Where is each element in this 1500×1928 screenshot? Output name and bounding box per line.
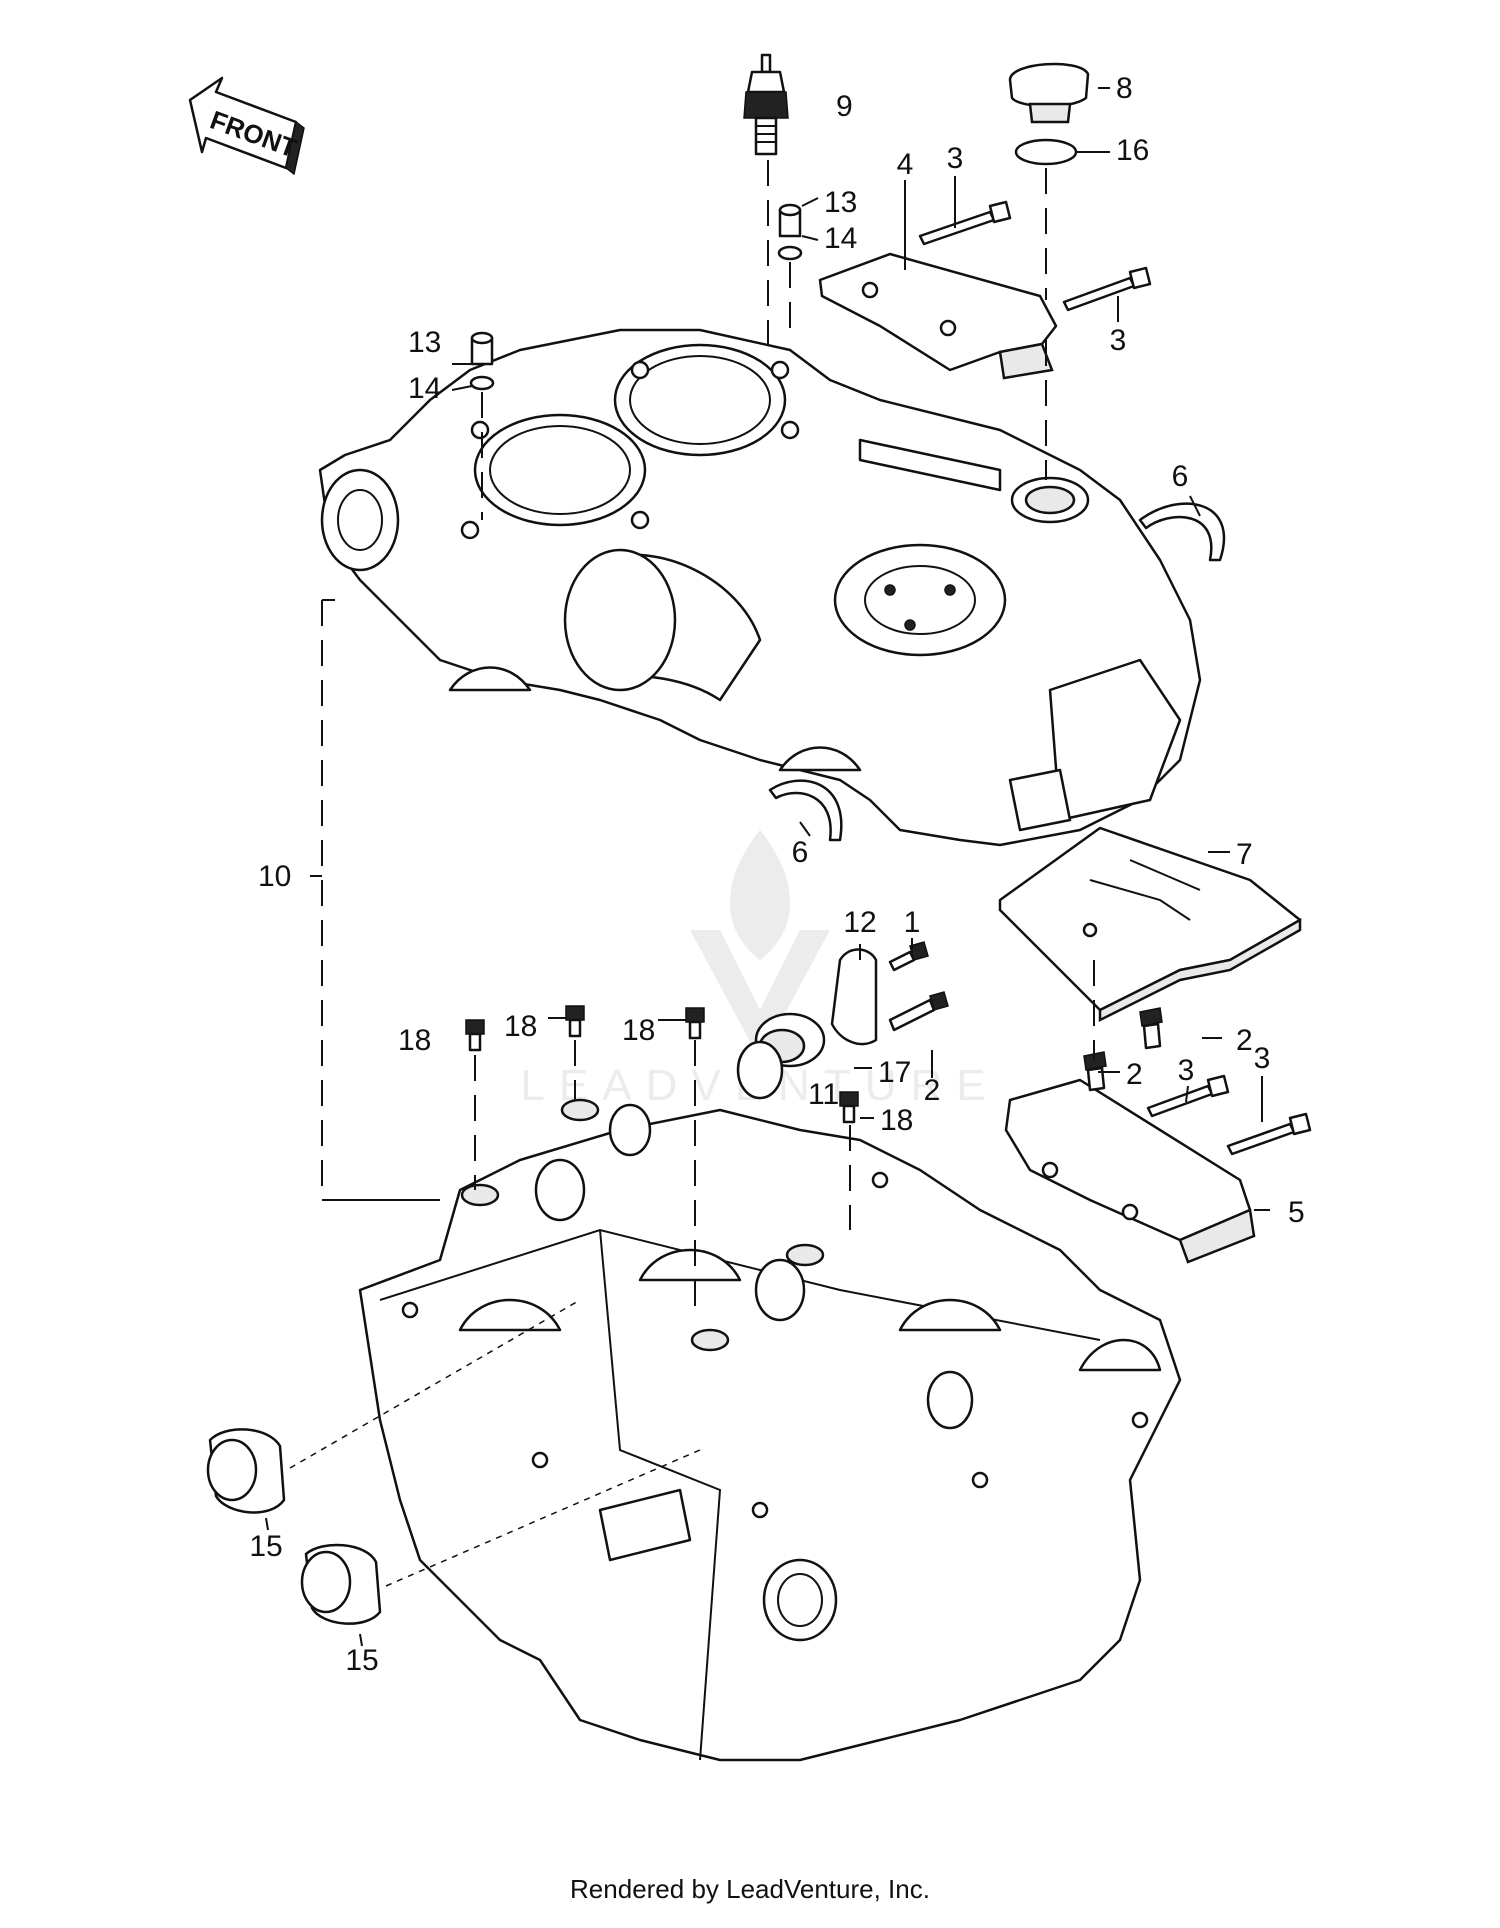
part-13-dowel-upper [778,203,802,238]
part-5-cover [1004,1078,1256,1264]
callout-15: 15 [345,1644,378,1677]
callout-15: 15 [249,1530,282,1563]
callout-2: 2 [1236,1024,1253,1057]
callout-2: 2 [1126,1058,1143,1091]
part-4-cover [818,252,1058,380]
callout-3: 3 [1178,1054,1195,1087]
callout-11: 11 [808,1078,839,1111]
part-18-bolt-c [685,1007,705,1040]
callout-8: 8 [1116,72,1133,105]
callout-3: 3 [947,142,964,175]
callout-7: 7 [1236,838,1253,871]
callout-4: 4 [897,148,914,181]
callout-6: 6 [792,836,809,869]
lower-crankcase [358,1098,1182,1762]
part-6-bearing-insert-right [1138,502,1226,562]
callout-18: 18 [880,1104,913,1137]
callout-14: 14 [824,222,857,255]
part-9-sensor [743,53,789,156]
callout-18: 18 [398,1024,431,1057]
part-13-dowel-left [470,331,494,366]
part-7-plate [998,826,1302,1023]
part-12-plate [830,948,878,1046]
callout-12: 12 [843,906,876,939]
callout-1: 1 [904,906,921,939]
part-6-bearing-insert-left [768,779,843,842]
callout-6: 6 [1172,460,1189,493]
part-15-seal-b [300,1543,382,1625]
part-2-bolt-a [1139,1007,1163,1050]
callout-5: 5 [1288,1196,1305,1229]
part-18-bolt-d [839,1091,859,1124]
part-3-bolt-d [1226,1112,1312,1156]
callout-3: 3 [1254,1042,1271,1075]
upper-crankcase [318,328,1202,847]
part-2-bolt-c [888,991,949,1032]
callout-17: 17 [878,1056,911,1089]
callout-13: 13 [824,186,857,219]
callout-13: 13 [408,326,441,359]
part-15-seal-a [206,1428,286,1514]
part-2-bolt-b [1083,1051,1107,1092]
part-18-bolt-b [565,1005,585,1038]
part-14-washer-left [469,375,495,391]
callout-16: 16 [1116,134,1149,167]
footer-credit: Rendered by LeadVenture, Inc. [570,1874,930,1904]
part-3-bolt-a [918,200,1012,246]
callout-9: 9 [836,90,853,123]
callout-10: 10 [258,860,291,893]
callout-2: 2 [924,1074,941,1107]
callout-14: 14 [408,372,441,405]
part-8-oil-filler-cap [1008,62,1090,124]
callout-3: 3 [1110,324,1127,357]
part-3-bolt-b [1062,266,1152,312]
front-arrow-icon: FRONT [188,76,305,176]
callout-labels: 1 2 2 2 3 3 3 3 4 5 6 6 7 8 9 10 11 12 1… [249,72,1304,1677]
part-18-bolt-a [465,1019,485,1052]
leader-lines [265,87,1270,1647]
part-16-o-ring [1014,138,1078,166]
assembly-lines [289,160,1095,1587]
part-11-o-ring [736,1040,784,1100]
part-1-bolt [888,941,929,972]
part-14-washer-upper [777,245,803,261]
callout-18: 18 [504,1010,537,1043]
callout-18: 18 [622,1014,655,1047]
